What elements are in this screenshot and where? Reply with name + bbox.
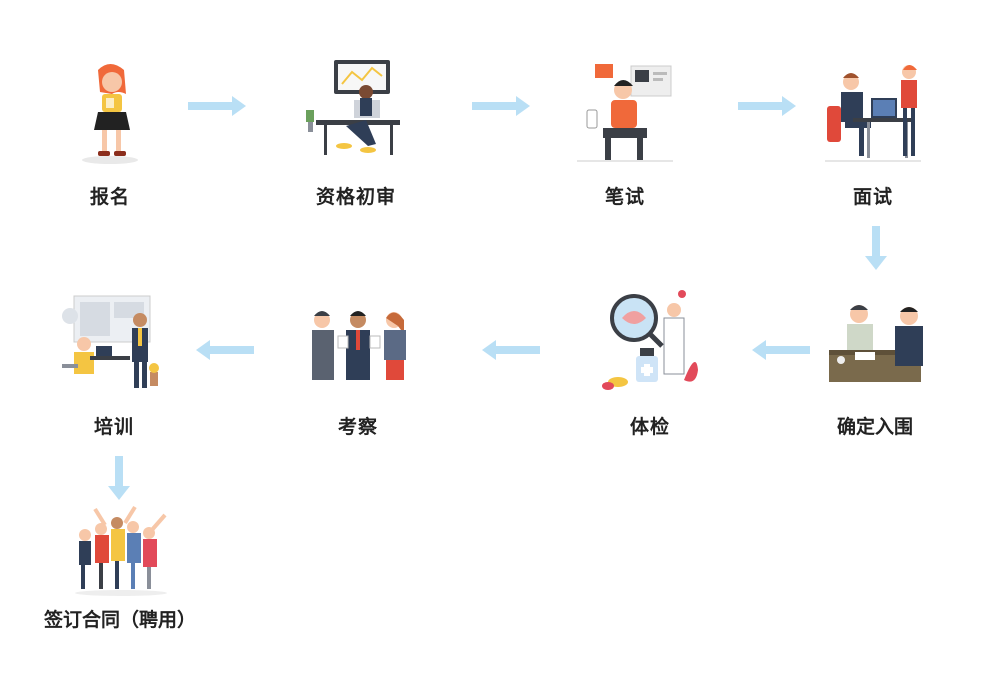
- written-test-illustration: [577, 64, 673, 162]
- interview-illustration: [825, 65, 921, 162]
- assessment-illustration: [312, 311, 406, 380]
- step-label: 培训: [93, 416, 134, 438]
- step-label: 体检: [629, 416, 670, 438]
- registration-illustration: [82, 64, 138, 164]
- training-illustration: [62, 295, 159, 388]
- qualification-review-illustration: [306, 60, 400, 155]
- medical-exam-illustration: [602, 290, 698, 390]
- arrow-left-icon: [752, 340, 810, 360]
- arrow-right-icon: [188, 96, 246, 116]
- arrow-right-icon: [738, 96, 796, 116]
- step-label: 笔试: [604, 186, 645, 208]
- step-label: 面试: [852, 186, 893, 208]
- step-label: 考察: [337, 416, 378, 438]
- step-label: 资格初审: [315, 186, 396, 208]
- arrow-down-icon: [865, 226, 887, 270]
- step-label: 报名: [89, 186, 130, 208]
- step-label: 确定入围: [836, 416, 913, 438]
- step-label: 签订合同（聘用）: [43, 609, 196, 631]
- arrow-left-icon: [196, 340, 254, 360]
- contract-celebration-illustration: [75, 505, 167, 596]
- arrow-right-icon: [472, 96, 530, 116]
- arrow-left-icon: [482, 340, 540, 360]
- shortlist-illustration: [829, 305, 923, 382]
- arrow-down-icon: [108, 456, 130, 500]
